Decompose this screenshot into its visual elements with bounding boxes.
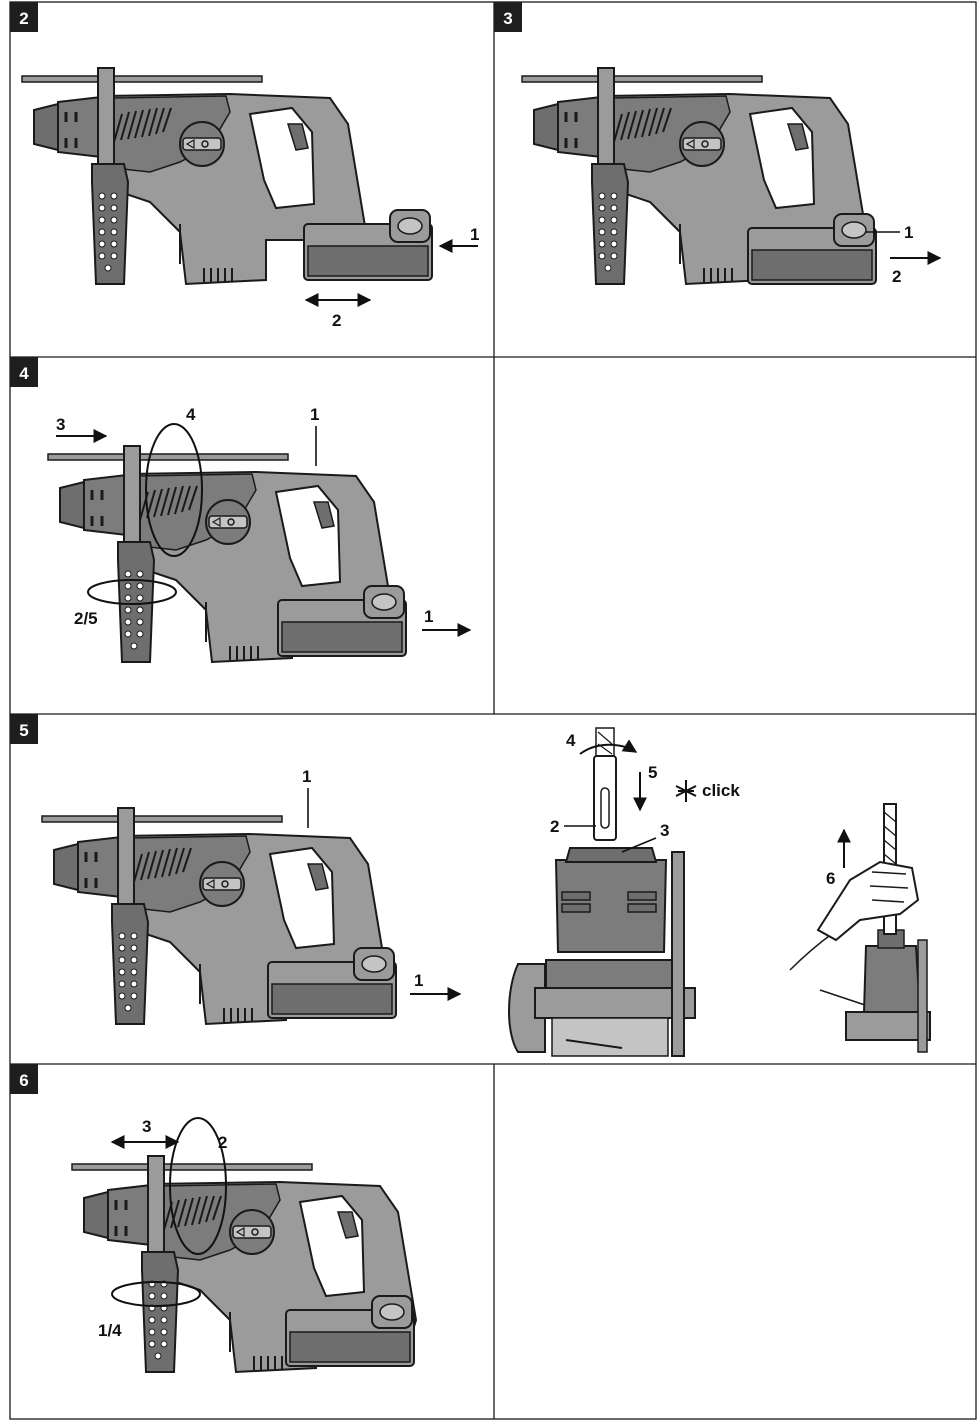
- panel-2: 2 1 2: [10, 2, 479, 330]
- grip-rotation-arrow: [111, 1281, 201, 1307]
- chuck-closeup: [508, 727, 696, 1057]
- callout-6: 6: [826, 869, 835, 888]
- callout-3: 3: [142, 1117, 151, 1136]
- arrow-rotate-bit: [579, 739, 638, 755]
- callout-2: 2: [892, 267, 901, 286]
- step-badge-2: 2: [10, 2, 38, 32]
- step-badge-3: 3: [494, 2, 522, 32]
- leader-chuck: [621, 837, 657, 853]
- step-badge-4: 4: [10, 357, 38, 387]
- panel-5: 5 1 1: [10, 714, 931, 1057]
- callout-1-release: 1: [414, 971, 423, 990]
- callout-2: 2: [550, 817, 559, 836]
- callout-3: 3: [56, 415, 65, 434]
- step-number-5: 5: [19, 721, 28, 740]
- callout-1: 1: [470, 225, 479, 244]
- hand-check-illustration: [789, 803, 931, 1053]
- callout-2-5: 2/5: [74, 609, 98, 628]
- callout-4: 4: [566, 731, 576, 750]
- callout-2: 2: [332, 311, 341, 330]
- callout-2: 2: [218, 1133, 227, 1152]
- callout-1: 1: [310, 405, 319, 424]
- step-badge-5: 5: [10, 714, 38, 744]
- step-number-3: 3: [503, 9, 512, 28]
- callout-4: 4: [186, 405, 196, 424]
- callout-1: 1: [302, 767, 311, 786]
- step-number-2: 2: [19, 9, 28, 28]
- callout-1-release: 1: [424, 607, 433, 626]
- callout-5: 5: [648, 763, 657, 782]
- callout-1-4: 1/4: [98, 1321, 122, 1340]
- panel-grid: [9, 1, 977, 1420]
- rotation-ring: [145, 423, 203, 557]
- step-number-4: 4: [19, 364, 29, 383]
- rotation-ring: [169, 1117, 227, 1255]
- panel-6: 6 3 2 1/4: [10, 1064, 418, 1374]
- step-number-6: 6: [19, 1071, 28, 1090]
- click-burst-icon: [675, 780, 697, 802]
- click-label: click: [702, 781, 740, 800]
- step-badge-6: 6: [10, 1064, 38, 1094]
- grip-rotation-arrow: [87, 579, 177, 605]
- panel-3: 3 1 2: [494, 2, 942, 286]
- callout-1: 1: [904, 223, 913, 242]
- callout-3: 3: [660, 821, 669, 840]
- panel-4: 4 3 4 1 2/5 1: [10, 357, 472, 664]
